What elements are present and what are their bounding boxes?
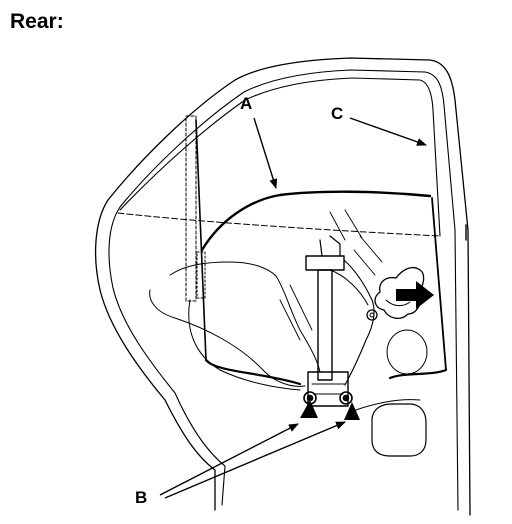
belt-line xyxy=(117,212,441,237)
removal-arrow xyxy=(396,281,434,309)
motor-bolt xyxy=(366,309,378,321)
callout-b: B xyxy=(135,488,148,507)
callout-c: C xyxy=(331,104,344,123)
front-clip xyxy=(196,251,206,299)
regulator-cable xyxy=(343,259,375,386)
regulator-rail xyxy=(317,269,333,381)
leader-b-right xyxy=(164,421,346,499)
glass-run-a xyxy=(200,190,432,252)
glass-hatching xyxy=(279,209,383,341)
access-hole-outline xyxy=(169,261,321,373)
leader-b-left xyxy=(159,423,299,496)
bolt-right-pointer xyxy=(344,402,360,420)
bolt-right xyxy=(339,391,353,405)
door-outer-panel xyxy=(94,57,471,516)
leader-c xyxy=(349,117,427,146)
regulator-top-bracket xyxy=(305,255,345,271)
leader-a xyxy=(253,117,278,189)
bolt-left-pointer xyxy=(300,400,318,418)
diagram-heading: Rear: xyxy=(10,10,64,33)
window-frame xyxy=(119,77,441,237)
door-pocket xyxy=(371,403,427,457)
callout-a: A xyxy=(240,94,253,113)
front-glass-channel xyxy=(185,115,197,302)
lower-oval-opening xyxy=(386,329,428,375)
rear-glass-channel xyxy=(431,197,447,371)
door-inner-panel xyxy=(108,69,459,511)
regulator-bottom-block xyxy=(307,371,349,407)
